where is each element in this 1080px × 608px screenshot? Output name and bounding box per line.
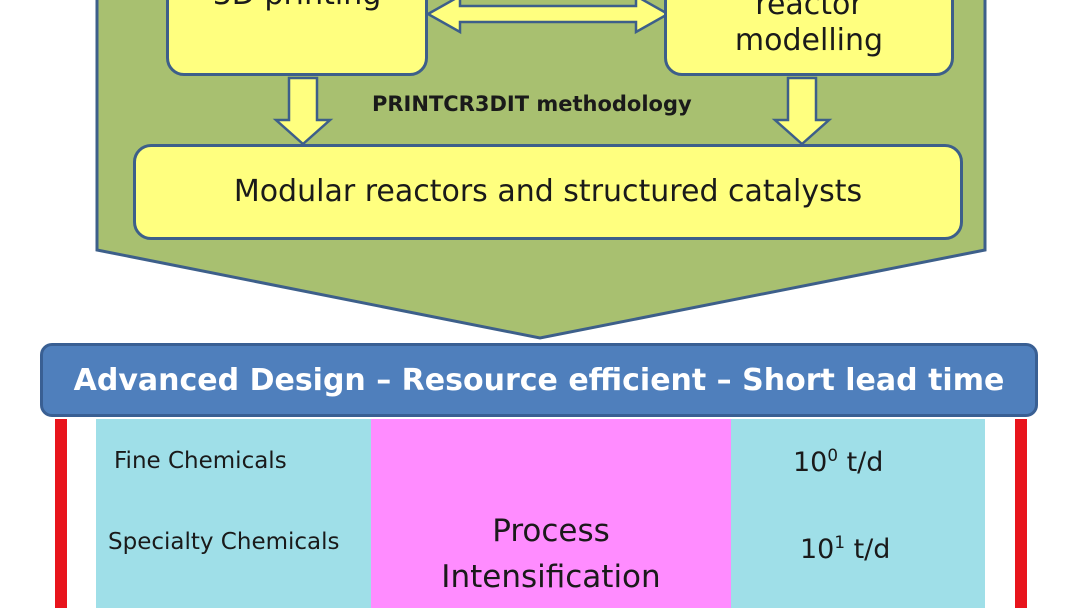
capacity-fine-unit: t/d bbox=[838, 447, 884, 478]
column-sectors bbox=[96, 419, 371, 608]
capacity-fine: 100 t/d bbox=[793, 447, 883, 478]
capacity-specialty-base: 10 bbox=[800, 534, 835, 565]
box-modular-reactors: Modular reactors and structured catalyst… bbox=[133, 144, 963, 240]
intensification-label: Process Intensification bbox=[371, 508, 731, 600]
capacity-fine-base: 10 bbox=[793, 447, 828, 478]
capacity-specialty-unit: t/d bbox=[845, 534, 891, 565]
down-arrow-left bbox=[272, 76, 334, 146]
row-label-fine-chemicals: Fine Chemicals bbox=[114, 448, 287, 474]
row-label-specialty-chemicals: Specialty Chemicals bbox=[108, 529, 340, 555]
capacity-fine-exp: 0 bbox=[827, 445, 839, 465]
column-intensification bbox=[371, 419, 731, 608]
capacity-specialty: 101 t/d bbox=[800, 534, 890, 565]
methodology-label: PRINTCR3DIT methodology bbox=[372, 92, 692, 116]
intensification-line-2: Intensification bbox=[441, 559, 661, 595]
banner: Advanced Design – Resource efficient – S… bbox=[40, 343, 1038, 417]
down-arrow-right bbox=[771, 76, 833, 146]
box-reactor-label-1: reactor bbox=[755, 0, 863, 22]
box-reactor-modelling: reactor modelling bbox=[664, 0, 954, 76]
intensification-line-1: Process bbox=[492, 513, 610, 549]
red-bar-right bbox=[1015, 419, 1027, 608]
capacity-specialty-exp: 1 bbox=[834, 532, 846, 552]
box-3d-printing-label: 3D printing bbox=[213, 0, 382, 13]
banner-label: Advanced Design – Resource efficient – S… bbox=[73, 362, 1005, 398]
red-bar-left bbox=[55, 419, 67, 608]
box-reactor-label-2: modelling bbox=[734, 23, 884, 58]
box-modular-label: Modular reactors and structured catalyst… bbox=[233, 174, 863, 209]
column-capacity bbox=[731, 419, 985, 608]
box-3d-printing: 3D printing bbox=[166, 0, 428, 76]
